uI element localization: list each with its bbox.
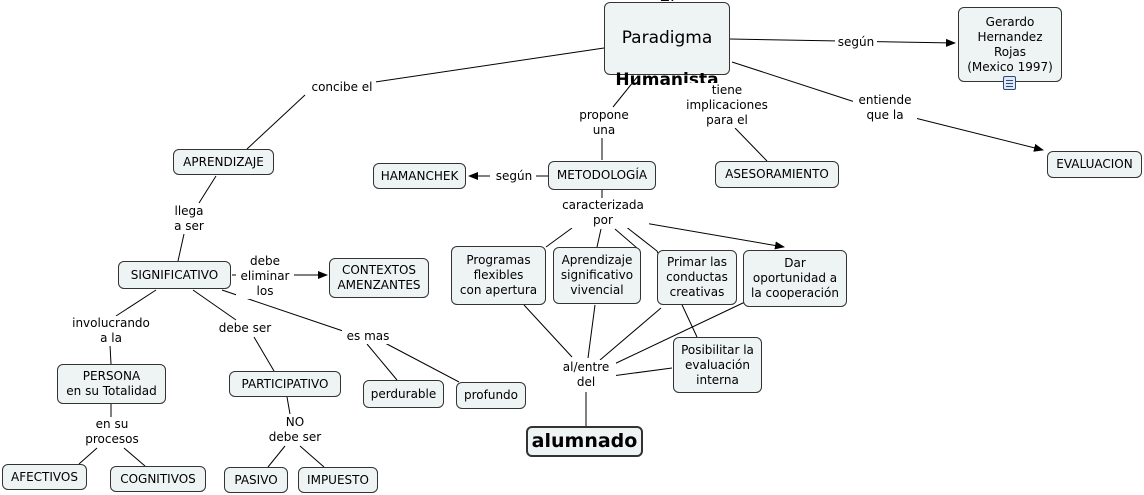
link-llega-2 [177, 233, 185, 262]
link-propone-1 [612, 75, 639, 108]
title-line-1: El [615, 0, 718, 7]
link-alentre-apr [587, 304, 596, 359]
alumnado-node[interactable]: alumnado [526, 426, 643, 457]
link-label-en-su: en su procesos [80, 417, 144, 447]
link-concibe-2 [246, 94, 306, 150]
participativo-node[interactable]: PARTICIPATIVO [229, 371, 341, 397]
link-label-propone: propone una [574, 108, 634, 138]
link-label-concibe: concibe el [308, 80, 376, 95]
link-caract-apr [596, 228, 602, 248]
programas-node[interactable]: Programas flexibles con apertura [451, 246, 546, 305]
pasivo-node[interactable]: PASIVO [224, 467, 288, 493]
profundo-node[interactable]: profundo [456, 382, 526, 409]
link-no-pasivo [267, 445, 286, 468]
pasivo-label: PASIVO [234, 472, 278, 487]
hamanchek-node[interactable]: HAMANCHEK [373, 163, 466, 189]
impuesto-label: IMPUESTO [307, 472, 369, 487]
link-alentre-posib [611, 367, 673, 377]
primar-node[interactable]: Primar las conductas creativas [657, 250, 737, 305]
aprendizaje-label: APRENDIZAJE [183, 154, 264, 169]
link-ensu-cogn [123, 447, 146, 467]
link-alentre-prog [523, 304, 573, 358]
link-no-impuesto [299, 445, 325, 468]
link-caract-prog [545, 227, 573, 248]
link-entiende-1 [731, 61, 859, 104]
evaluacion-node[interactable]: EVALUACION [1047, 151, 1142, 178]
cognitivos-node[interactable]: COGNITIVOS [110, 466, 206, 492]
link-invol-2 [109, 344, 112, 365]
metodologia-label: METODOLOGÍA [556, 168, 648, 182]
link-label-debe-ser: debe ser [214, 321, 276, 336]
hamanchek-label: HAMANCHEK [380, 168, 459, 183]
link-no-1 [286, 396, 291, 415]
link-esmas-perd [366, 343, 398, 381]
link-esmas-prof [384, 342, 460, 383]
link-label-caracterizada: caracterizada por [557, 198, 649, 228]
link-caract-dar [632, 220, 785, 250]
link-label-no-debe-ser: NO debe ser [264, 415, 326, 445]
posibilitar-label: Posibilitar la evaluación interna [681, 342, 754, 387]
significativo-node[interactable]: SIGNIFICATIVO [118, 261, 231, 289]
aprendizaje-significativo-node[interactable]: Aprendizaje significativo vivencial [553, 247, 641, 304]
link-entiende-2 [914, 117, 1044, 152]
persona-node[interactable]: PERSONA en su Totalidad [57, 364, 166, 404]
link-caract-posib [624, 225, 658, 252]
author-text: Gerardo Hernandez Rojas (Mexico 1997) [967, 14, 1053, 74]
link-llega-1 [198, 175, 217, 204]
link-alentre-primar [599, 307, 662, 361]
perdurable-node[interactable]: perdurable [363, 380, 444, 408]
primar-label: Primar las conductas creativas [666, 255, 728, 299]
link-ensu-afect [78, 447, 98, 465]
title-line-2: Paradigma [621, 28, 713, 48]
main-concept-node[interactable]: El Paradigma Humanista [604, 0, 730, 90]
link-alentre-dar [609, 301, 746, 367]
aprendizaje-significativo-label: Aprendizaje significativo vivencial [560, 253, 634, 297]
link-label-involucrando: involucrando a la [66, 316, 156, 346]
link-label-segun-mid: según [492, 169, 536, 184]
asesoramiento-node[interactable]: ASESORAMIENTO [715, 161, 839, 188]
link-label-tiene: tiene implicaciones para el [682, 83, 772, 128]
link-invol-1 [115, 289, 157, 317]
dar-oportunidad-node[interactable]: Dar oportunidad a la cooperación [743, 250, 847, 307]
afectivos-label: AFECTIVOS [10, 469, 78, 484]
cognitivos-label: COGNITIVOS [120, 471, 196, 486]
programas-label: Programas flexibles con apertura [459, 253, 538, 297]
link-concibe-1 [374, 47, 605, 83]
link-tiene-2 [734, 127, 768, 162]
perdurable-label: perdurable [370, 386, 437, 401]
profundo-label: profundo [463, 388, 519, 402]
link-debeser-1 [192, 289, 237, 321]
author-node[interactable]: Gerardo Hernandez Rojas (Mexico 1997) [958, 7, 1062, 82]
alumnado-label: alumnado [531, 430, 638, 452]
link-label-es-mas: es mas [342, 329, 394, 344]
document-icon[interactable] [1003, 76, 1016, 90]
impuesto-node[interactable]: IMPUESTO [298, 467, 378, 493]
afectivos-node[interactable]: AFECTIVOS [2, 464, 87, 490]
link-label-llega: llega a ser [166, 204, 212, 234]
link-label-al-entre: al/entre del [556, 360, 616, 390]
contextos-label: CONTEXTOS AMENZANTES [337, 263, 421, 292]
link-label-debe-eliminar: debe eliminar los [236, 254, 294, 299]
link-caract-primar [614, 228, 638, 249]
contextos-node[interactable]: CONTEXTOS AMENZANTES [329, 258, 429, 298]
asesoramiento-label: ASESORAMIENTO [725, 167, 829, 181]
aprendizaje-node[interactable]: APRENDIZAJE [173, 149, 274, 175]
participativo-label: PARTICIPATIVO [241, 376, 329, 391]
evaluacion-label: EVALUACION [1056, 157, 1133, 171]
persona-label: PERSONA en su Totalidad [66, 369, 157, 398]
link-debeser-2 [253, 336, 275, 372]
dar-oportunidad-label: Dar oportunidad a la cooperación [751, 256, 839, 300]
metodologia-node[interactable]: METODOLOGÍA [548, 161, 656, 190]
significativo-label: SIGNIFICATIVO [130, 267, 219, 282]
posibilitar-node[interactable]: Posibilitar la evaluación interna [673, 337, 762, 393]
link-label-entiende: entiende que la [853, 93, 917, 123]
link-label-segun-top: según [835, 35, 877, 50]
